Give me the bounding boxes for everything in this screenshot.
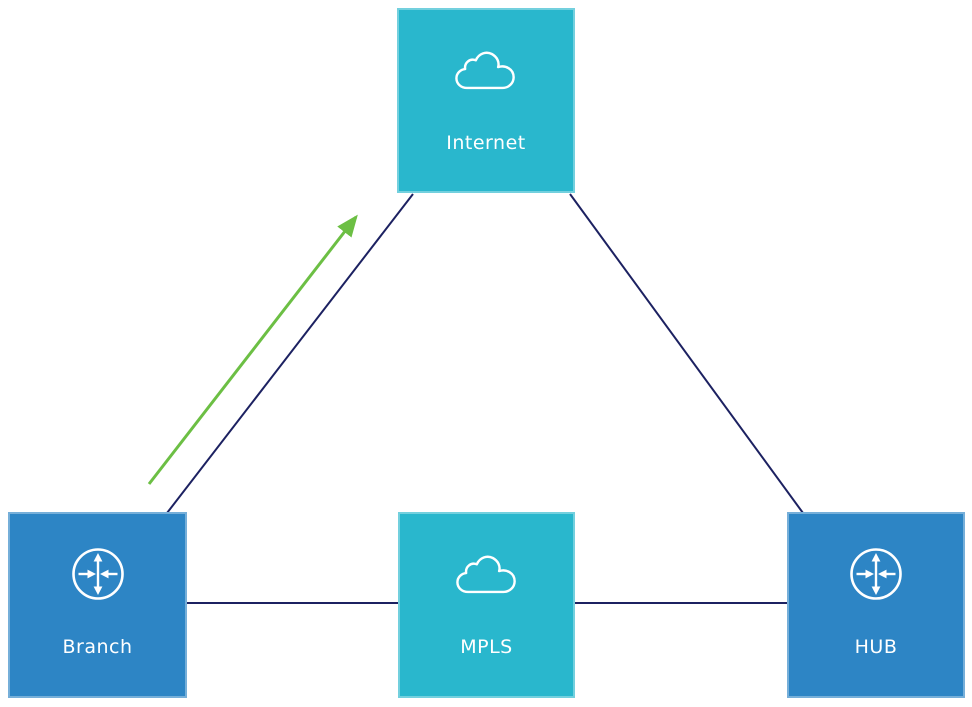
- edge-internet-hub: [569, 193, 804, 514]
- node-hub: HUB: [787, 512, 965, 698]
- router-icon: [70, 546, 126, 602]
- node-label: HUB: [854, 636, 898, 658]
- node-mpls: MPLS: [398, 512, 575, 698]
- node-label: Branch: [62, 636, 133, 658]
- edge-branch-internet: [166, 193, 414, 514]
- router-icon: [848, 546, 904, 602]
- node-label: Internet: [446, 132, 526, 154]
- traffic-arrow: [147, 214, 358, 485]
- cloud-icon: [455, 553, 519, 596]
- node-branch: Branch: [8, 512, 187, 698]
- cloud-icon: [454, 49, 518, 92]
- node-internet: Internet: [397, 8, 575, 193]
- node-label: MPLS: [460, 636, 513, 658]
